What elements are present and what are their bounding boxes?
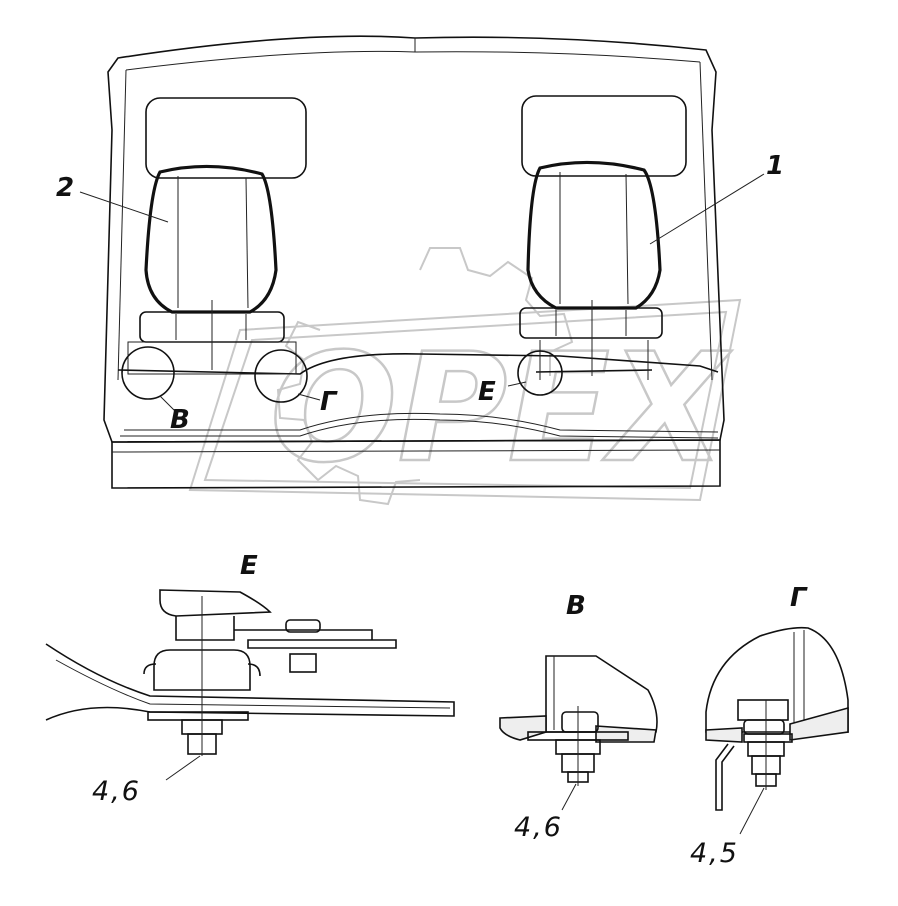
watermark-text: OPEX [270, 322, 732, 496]
detail-b-callout: 4,6 [514, 812, 563, 843]
label-view-e: Е [478, 377, 496, 407]
label-view-b: В [170, 405, 190, 435]
detail-e: Е 4,6 [45, 551, 455, 807]
leader-lines [79, 173, 765, 413]
detail-b-title: В [566, 591, 586, 621]
cab-outline [103, 35, 725, 489]
detail-e-title: Е [240, 551, 258, 581]
label-part-2: 2 [56, 173, 74, 203]
detail-circle-e [517, 350, 563, 396]
seat-1 [519, 160, 663, 380]
seat-2 [127, 164, 297, 375]
watermark: OPEX [188, 247, 742, 506]
detail-g: Г 4,5 [690, 583, 849, 869]
detail-g-title: Г [790, 583, 808, 613]
detail-b: В 4,6 [499, 591, 658, 843]
label-view-g: Г [320, 387, 338, 417]
label-part-1: 1 [766, 151, 784, 181]
detail-e-callout: 4,6 [92, 776, 141, 807]
detail-circle-g [254, 349, 308, 403]
detail-circle-b [121, 346, 175, 400]
detail-g-callout: 4,5 [690, 838, 739, 869]
rear-windows [145, 95, 687, 179]
